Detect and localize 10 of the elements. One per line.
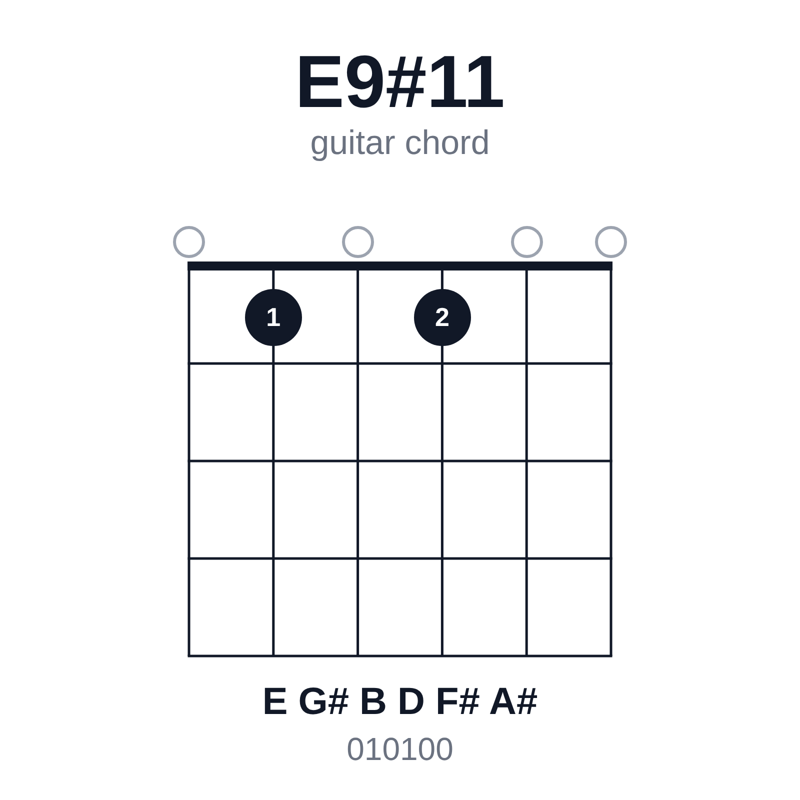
fingering-code: 010100 (346, 733, 454, 765)
chord-note-names: E G# B D F# A# (262, 683, 538, 721)
open-string-marker (510, 226, 543, 258)
chord-title: E9#11 (295, 45, 505, 119)
finger-dot: 2 (414, 288, 471, 346)
open-string-marker (173, 226, 205, 258)
chord-subtitle: guitar chord (310, 126, 490, 160)
open-string-marker (342, 226, 374, 258)
open-string-marker (595, 226, 627, 258)
finger-dot: 1 (244, 288, 302, 346)
